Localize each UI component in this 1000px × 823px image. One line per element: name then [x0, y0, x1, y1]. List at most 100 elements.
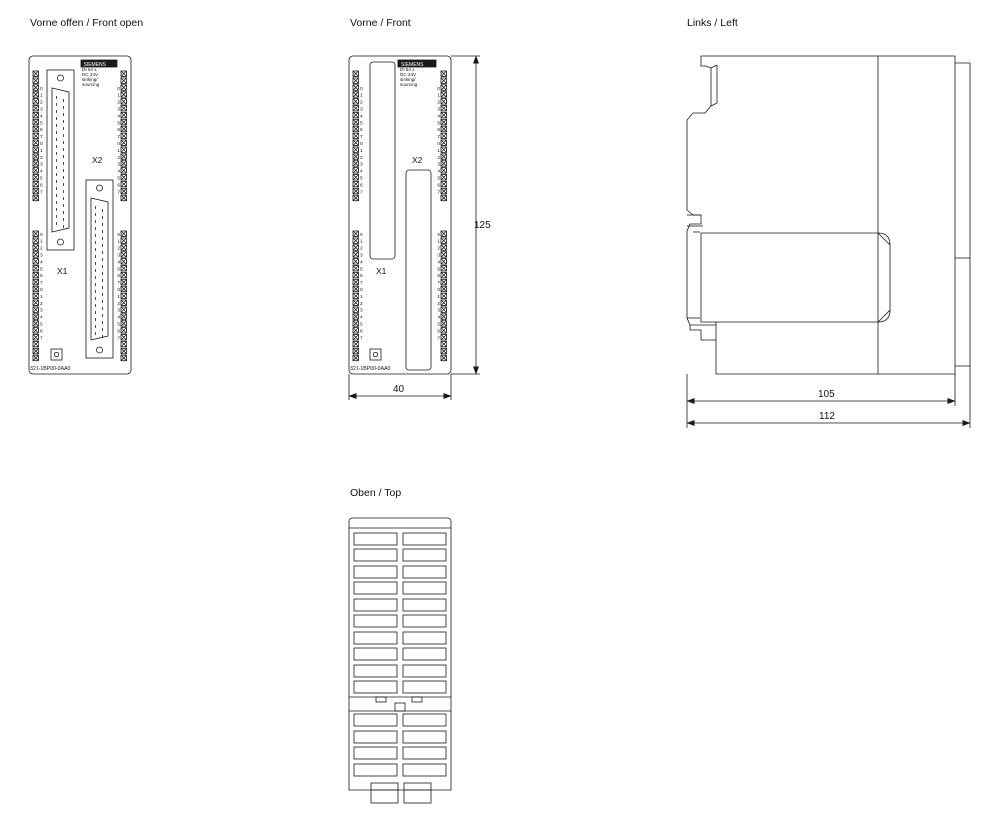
channel-number: 6 [437, 273, 440, 279]
terminal-cross [32, 132, 39, 139]
terminal-screw [120, 70, 127, 77]
terminal-cross [120, 77, 127, 84]
vent-slot [353, 730, 398, 744]
module-body-outline [28, 55, 132, 375]
channel-number: 6 [360, 273, 363, 279]
terminal-screw [440, 237, 447, 244]
channel-number: 6 [40, 273, 43, 279]
terminal-cross [32, 285, 39, 292]
channel-number: 2 [40, 246, 43, 252]
terminal-screw [32, 292, 39, 300]
spec-line-1: DI 64 x [82, 67, 97, 72]
connector-x1-housing [46, 69, 75, 251]
terminal-screw [120, 132, 127, 140]
channel-number: 6 [117, 127, 120, 133]
terminal-screw [32, 91, 39, 98]
channel-number: 0 [117, 287, 120, 293]
channel-number: 1 [40, 93, 43, 99]
terminal-cross [32, 167, 39, 174]
channel-number: 3 [40, 253, 43, 259]
connector-x2-pins [95, 206, 103, 338]
terminal-screw [120, 285, 127, 293]
terminal-screw [32, 125, 39, 133]
channel-number: 3 [40, 162, 43, 168]
spec-line-3: sinking/ [82, 77, 98, 82]
terminal-cross [440, 230, 447, 237]
terminal-cross [120, 251, 127, 258]
channel-number: 4 [117, 169, 120, 175]
latch-center [394, 702, 406, 712]
channel-number: 3 [117, 308, 120, 314]
spec-line-2: DC 24V [82, 72, 99, 77]
terminal-cross [32, 112, 39, 119]
channel-number: 2 [360, 155, 363, 161]
dimension-total-depth: 112 [819, 411, 835, 422]
channel-number: 3 [437, 253, 440, 259]
channel-number: 4 [117, 259, 120, 265]
terminal-cross [440, 105, 447, 112]
terminal-cross [440, 181, 447, 188]
label-slot-hole [53, 351, 60, 358]
channel-number: 7 [437, 335, 440, 341]
terminal-cross [32, 237, 39, 244]
channel-number: 3 [360, 107, 363, 113]
terminal-cross [32, 265, 39, 272]
terminal-screw [120, 146, 127, 153]
terminal-screw [32, 167, 39, 174]
bottom-tab-left [370, 782, 399, 804]
channel-number: 2 [117, 246, 120, 252]
channel-number: 5 [40, 176, 43, 182]
channel-number: 3 [40, 308, 43, 314]
vent-slot [353, 598, 398, 612]
terminal-screw [440, 354, 447, 362]
terminal-cross [32, 354, 39, 361]
connector-x1-plug [51, 87, 70, 233]
terminal-screw [440, 105, 447, 112]
dimension-width: 40 [393, 384, 405, 395]
terminal-screw [440, 132, 447, 140]
channel-number: 6 [360, 328, 363, 334]
terminal-screw [352, 258, 359, 265]
terminal-screw [32, 285, 39, 293]
channel-number: 5 [437, 176, 440, 182]
terminal-screw [120, 153, 127, 160]
terminal-screw [352, 146, 359, 153]
terminal-screw [440, 118, 447, 126]
terminal-screw [120, 118, 127, 126]
channel-number: 2 [437, 246, 440, 252]
connector-x2-plug [90, 197, 109, 341]
channel-number: 0 [360, 141, 363, 147]
channel-number: 4 [40, 315, 43, 321]
latch-right [411, 696, 423, 703]
terminal-cross [32, 258, 39, 265]
terminal-cross [32, 98, 39, 105]
terminal-cross [120, 146, 127, 153]
terminal-cross [120, 327, 127, 334]
terminal-cross [32, 146, 39, 153]
terminal-cross [440, 237, 447, 244]
terminal-screw [120, 354, 127, 362]
vent-slot [353, 532, 398, 546]
terminal-cross [120, 258, 127, 265]
terminal-cross [120, 341, 127, 348]
terminal-cross [120, 125, 127, 132]
terminal-screw [440, 251, 447, 258]
terminal-cross [440, 70, 447, 77]
bottom-tab-right [403, 782, 432, 804]
channel-number: 5 [360, 176, 363, 182]
channel-number: 3 [117, 107, 120, 113]
terminal-cross [440, 84, 447, 91]
vent-slot [402, 614, 447, 628]
vent-slot [353, 581, 398, 595]
terminal-cross [120, 313, 127, 320]
terminal-cross [120, 160, 127, 167]
terminal-screw [120, 180, 127, 188]
terminal-screw [352, 139, 359, 146]
terminal-screw [120, 167, 127, 174]
terminal-strip-left-upper [32, 70, 39, 202]
terminal-cross [440, 292, 447, 299]
terminal-screw [120, 160, 127, 167]
channel-number: 5 [117, 120, 120, 126]
vent-slot [402, 746, 447, 760]
